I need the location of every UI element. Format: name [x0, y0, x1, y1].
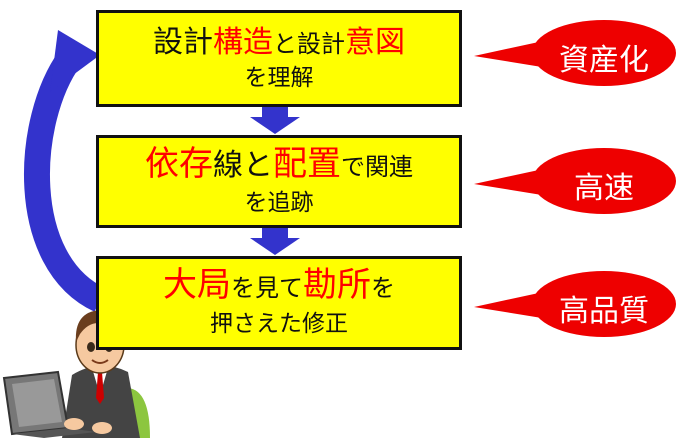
- step-box-1-part3: と設計: [273, 30, 345, 58]
- step-box-3-line2: 押さえた修正: [210, 311, 348, 337]
- callout-asset: 資産化: [559, 43, 649, 78]
- step-box-3-part1: 大局: [163, 265, 231, 305]
- step-box-2-part1: 依存: [145, 144, 213, 184]
- step-box-2-part4: で関連: [341, 153, 413, 181]
- step-box-1-part2: 構造: [213, 25, 273, 60]
- step-box-2-line1: 依存線と配置で関連: [99, 146, 459, 185]
- step-box-1-part1: 設計: [153, 25, 213, 60]
- step-box-1-line2: を理解: [244, 65, 314, 91]
- down-arrow-1: [250, 107, 300, 134]
- callout-shape-2: [474, 148, 676, 214]
- step-box-understand: 設計構造と設計意図 を理解: [96, 10, 462, 107]
- step-box-2-line2: を追跡: [244, 190, 314, 216]
- feedback-arrowhead: [50, 30, 100, 92]
- person-at-laptop-illustration: [2, 310, 150, 438]
- step-box-2-part2: 線と: [213, 148, 273, 183]
- callout-fast: 高速: [574, 171, 634, 206]
- step-box-1-part4: 意図: [345, 25, 405, 60]
- step-box-3-part4: を: [371, 274, 395, 302]
- step-box-modify: 大局を見て勘所を 押さえた修正: [96, 256, 462, 350]
- step-box-2-part3: 配置: [273, 144, 341, 184]
- step-box-1-line1: 設計構造と設計意図: [99, 25, 459, 62]
- callout-quality: 高品質: [559, 294, 649, 329]
- down-arrow-2: [250, 228, 300, 255]
- callout-shape-3: [474, 271, 676, 337]
- feedback-arrow: [23, 50, 107, 312]
- callout-shape-1: [474, 20, 676, 86]
- step-box-3-part2: を見て: [231, 274, 303, 302]
- step-box-3-line1: 大局を見て勘所を: [99, 267, 459, 306]
- step-box-trace: 依存線と配置で関連 を追跡: [96, 135, 462, 228]
- step-box-3-part3: 勘所: [303, 265, 371, 305]
